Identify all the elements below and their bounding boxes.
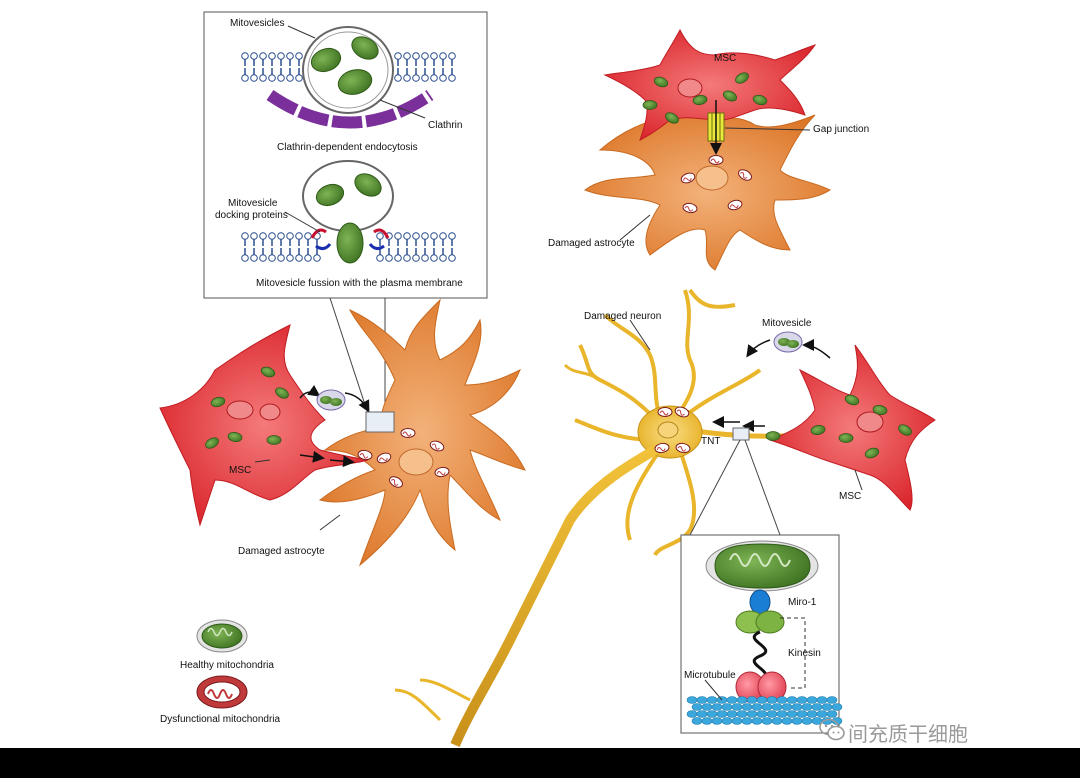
zoom-box-left	[365, 411, 395, 433]
healthy-mitochondrion	[260, 366, 276, 378]
transfer-arrows-right	[712, 339, 831, 432]
kinesin-inset-panel	[680, 534, 843, 734]
dysfunctional-mitochondrion	[708, 155, 724, 165]
dysfunctional-mitochondrion	[434, 466, 450, 478]
label-miro1: Miro-1	[788, 597, 817, 608]
healthy-mitochondrion	[275, 387, 289, 399]
healthy-mitochondrion	[810, 425, 826, 435]
legend-dysfunctional-icon	[196, 675, 248, 709]
healthy-mitochondrion	[864, 447, 880, 459]
mitochondrion-cargo	[714, 543, 811, 589]
healthy-mitochondrion	[653, 76, 669, 88]
miro1-protein	[749, 589, 771, 615]
legend-dysfunctional-label: Dysfunctional mitochondria	[160, 714, 281, 725]
damaged-astrocyte-top	[583, 114, 831, 271]
label-tnt: TNT	[701, 436, 721, 447]
healthy-mitochondrion	[765, 431, 781, 441]
label-msc-right: MSC	[839, 491, 862, 502]
gap-junction	[707, 100, 811, 155]
dysfunctional-mitochondrion	[376, 452, 392, 464]
mitovesicle-endocytosis	[302, 26, 394, 114]
healthy-mitochondrion	[722, 90, 738, 102]
watermark-text: 间充质干细胞	[848, 722, 968, 746]
dysfunctional-mitochondrion	[727, 199, 743, 211]
dysfunctional-mitochondrion	[682, 202, 698, 214]
healthy-mitochondrion	[872, 405, 888, 415]
label-damaged-astrocyte-top: Damaged astrocyte	[548, 238, 635, 249]
label-fusion: Mitovesicle fussion with the plasma memb…	[256, 278, 463, 289]
label-gap-junction: Gap junction	[813, 124, 870, 135]
msc-right	[768, 344, 936, 511]
dysfunctional-mitochondrion	[738, 169, 752, 181]
clathrin-coat	[266, 90, 434, 129]
label-mitovesicles: Mitovesicles	[230, 18, 285, 29]
healthy-mitochondrion	[692, 95, 708, 105]
damaged-astrocyte-left	[318, 298, 526, 567]
healthy-mitochondrion	[665, 112, 679, 124]
mitovesicle-right	[773, 331, 803, 353]
label-docking-proteins-1: Mitovesicle	[228, 198, 278, 209]
legend-healthy-icon	[196, 619, 248, 653]
mitovesicle-fusion	[302, 160, 394, 264]
label-kinesin: Kinesin	[788, 648, 821, 659]
transfer-arrows-left	[299, 384, 370, 468]
dysfunctional-mitochondrion	[657, 407, 673, 417]
label-mitovesicle: Mitovesicle	[762, 318, 812, 329]
healthy-mitochondrion	[210, 396, 226, 408]
zoom-box-tnt	[732, 427, 750, 441]
healthy-mitochondrion	[838, 433, 854, 443]
healthy-mitochondrion	[898, 424, 912, 436]
label-damaged-neuron: Damaged neuron	[584, 311, 662, 322]
dysfunctional-mitochondrion	[654, 442, 670, 454]
dysfunctional-mitochondrion	[357, 449, 373, 461]
legend	[196, 619, 248, 709]
endocytosis-inset-panel	[203, 11, 488, 299]
label-clathrin: Clathrin	[428, 120, 463, 131]
legend-healthy-label: Healthy mitochondria	[180, 660, 274, 671]
dysfunctional-mitochondrion	[680, 172, 696, 184]
label-msc-left: MSC	[229, 465, 252, 476]
healthy-mitochondrion	[844, 394, 860, 406]
healthy-mitochondrion	[752, 94, 768, 106]
dysfunctional-mitochondrion	[429, 440, 445, 452]
plasma-membrane-top	[241, 52, 456, 82]
label-microtubule: Microtubule	[684, 670, 736, 681]
kinesin-coil	[752, 630, 768, 682]
dysfunctional-mitochondrion	[389, 476, 403, 488]
msc-top	[603, 28, 817, 141]
dysfunctional-mitochondrion	[400, 428, 416, 438]
healthy-mitochondrion	[266, 435, 282, 445]
mitovesicle-left	[316, 389, 346, 411]
plasma-membrane-bottom	[241, 232, 456, 262]
healthy-mitochondrion	[642, 100, 658, 110]
wechat-watermark-icon	[819, 718, 845, 741]
healthy-mitochondrion	[227, 432, 243, 442]
damaged-neuron	[394, 288, 801, 747]
bottom-bar	[0, 748, 1080, 778]
label-msc-top: MSC	[714, 53, 737, 64]
healthy-mitochondrion	[735, 72, 749, 84]
label-clathrin-endocytosis: Clathrin-dependent endocytosis	[277, 142, 418, 153]
dysfunctional-mitochondrion	[675, 442, 691, 454]
healthy-mitochondrion	[205, 437, 219, 449]
dysfunctional-mitochondrion	[674, 406, 690, 418]
msc-left	[159, 324, 369, 527]
label-docking-proteins-2: docking proteins	[215, 210, 288, 221]
label-damaged-astrocyte-left: Damaged astrocyte	[238, 546, 325, 557]
